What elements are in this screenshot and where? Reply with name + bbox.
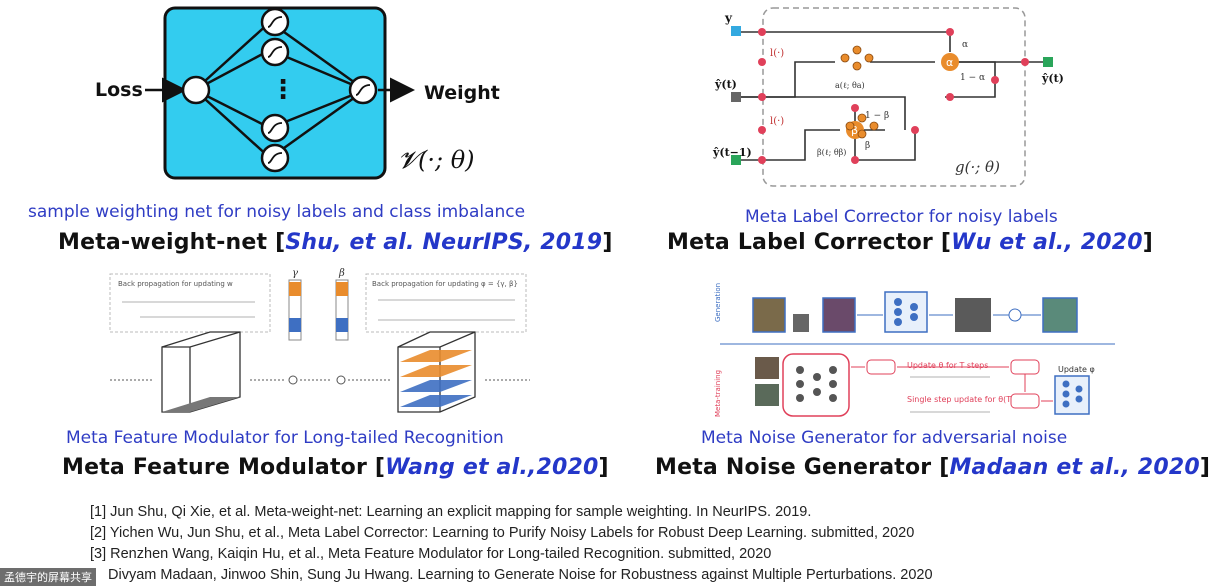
svg-text:a(ℓ; θa): a(ℓ; θa) <box>835 81 865 90</box>
mwn-subtitle: sample weighting net for noisy labels an… <box>28 202 526 222</box>
mfm-title-line: Meta Feature Modulator [Wang et al.,2020… <box>62 455 609 480</box>
svg-text:y: y <box>724 11 733 25</box>
mng-diagram: Generation Meta-training Update θ for T … <box>714 283 1115 417</box>
mlc-title: Meta Label Corrector <box>667 230 933 255</box>
svg-text:β: β <box>865 141 870 151</box>
mlc-panel: α β y ŷ(t) ŷ(t−1) ŷ(t) l(·) l(·) a(ℓ; θa… <box>595 0 1190 260</box>
svg-text:β: β <box>851 124 858 137</box>
svg-text:Meta-training: Meta-training <box>714 370 722 417</box>
mwn-cite[interactable]: Shu, et al. NeurIPS, 2019 <box>285 230 603 255</box>
svg-text:γ: γ <box>292 268 298 279</box>
svg-text:Update φ: Update φ <box>1058 365 1095 374</box>
mwn-function-label: 𝓥(·; θ) <box>398 146 475 174</box>
references: [1] Jun Shu, Qi Xie, et al. Meta-weight-… <box>90 504 933 588</box>
mng-cite[interactable]: Madaan et al., 2020 <box>949 455 1200 480</box>
mwn-weight-label: Weight <box>424 82 500 104</box>
mwn-panel: ⋮ Loss Weight 𝓥(·; θ) sample weighting n… <box>0 0 612 260</box>
svg-text:Generation: Generation <box>714 283 722 322</box>
mfm-panel: Back propagation for updating w Back pro… <box>0 262 609 492</box>
reference-2: [2] Yichen Wu, Jun Shu, et al., Meta Lab… <box>90 525 915 541</box>
reference-1: [1] Jun Shu, Qi Xie, et al. Meta-weight-… <box>90 504 812 520</box>
mfm-diagram: Back propagation for updating w Back pro… <box>109 268 530 413</box>
mwn-title: Meta-weight-net <box>58 230 268 255</box>
svg-text:α: α <box>962 40 968 50</box>
svg-text:1 − β: 1 − β <box>865 111 889 121</box>
mwn-loss-label: Loss <box>95 79 143 101</box>
mlc-g-label: g(·; θ) <box>955 158 1000 176</box>
reference-3: [3] Renzhen Wang, Kaiqin Hu, et al., Met… <box>90 546 772 562</box>
mng-panel: Generation Meta-training Update θ for T … <box>595 262 1210 492</box>
mlc-title-line: Meta Label Corrector [Wu et al., 2020] <box>667 230 1154 255</box>
screen-share-indicator[interactable]: 孟德宇的屏幕共享 <box>0 568 96 586</box>
mwn-title-line: Meta-weight-net [Shu, et al. NeurIPS, 20… <box>58 230 613 255</box>
mlc-subtitle: Meta Label Corrector for noisy labels <box>745 207 1058 227</box>
svg-text:l(·): l(·) <box>770 116 784 127</box>
mwn-dots: ⋮ <box>270 75 296 105</box>
svg-text:ŷ(t): ŷ(t) <box>1041 72 1064 85</box>
svg-text:1 − α: 1 − α <box>960 73 985 83</box>
mng-title-line: Meta Noise Generator [Madaan et al., 202… <box>655 455 1210 480</box>
svg-text:Single step update for θ(T): Single step update for θ(T) <box>907 395 1014 404</box>
svg-text:ŷ(t): ŷ(t) <box>714 78 737 91</box>
svg-text:ŷ(t−1): ŷ(t−1) <box>712 146 752 159</box>
mfm-title: Meta Feature Modulator <box>62 455 368 480</box>
svg-text:l(·): l(·) <box>770 48 784 59</box>
svg-text:Back propagation for updating: Back propagation for updating w <box>118 280 233 288</box>
svg-text:Back propagation for updating: Back propagation for updating φ = {γ, β} <box>372 280 518 288</box>
reference-4: Divyam Madaan, Jinwoo Shin, Sung Ju Hwan… <box>108 567 933 583</box>
mfm-cite[interactable]: Wang et al.,2020 <box>385 455 599 480</box>
svg-text:α: α <box>946 56 953 69</box>
mng-subtitle: Meta Noise Generator for adversarial noi… <box>701 428 1068 448</box>
svg-text:β(ℓ; θβ): β(ℓ; θβ) <box>817 148 846 157</box>
svg-text:β: β <box>338 268 345 279</box>
mwn-diagram: ⋮ Loss Weight 𝓥(·; θ) <box>95 6 500 180</box>
mfm-subtitle: Meta Feature Modulator for Long-tailed R… <box>66 428 504 448</box>
svg-text:Update θ for T steps: Update θ for T steps <box>907 361 988 370</box>
mlc-cite[interactable]: Wu et al., 2020 <box>951 230 1143 255</box>
mlc-diagram: α β y ŷ(t) ŷ(t−1) ŷ(t) l(·) l(·) a(ℓ; θa… <box>712 7 1064 187</box>
mng-title: Meta Noise Generator <box>655 455 932 480</box>
